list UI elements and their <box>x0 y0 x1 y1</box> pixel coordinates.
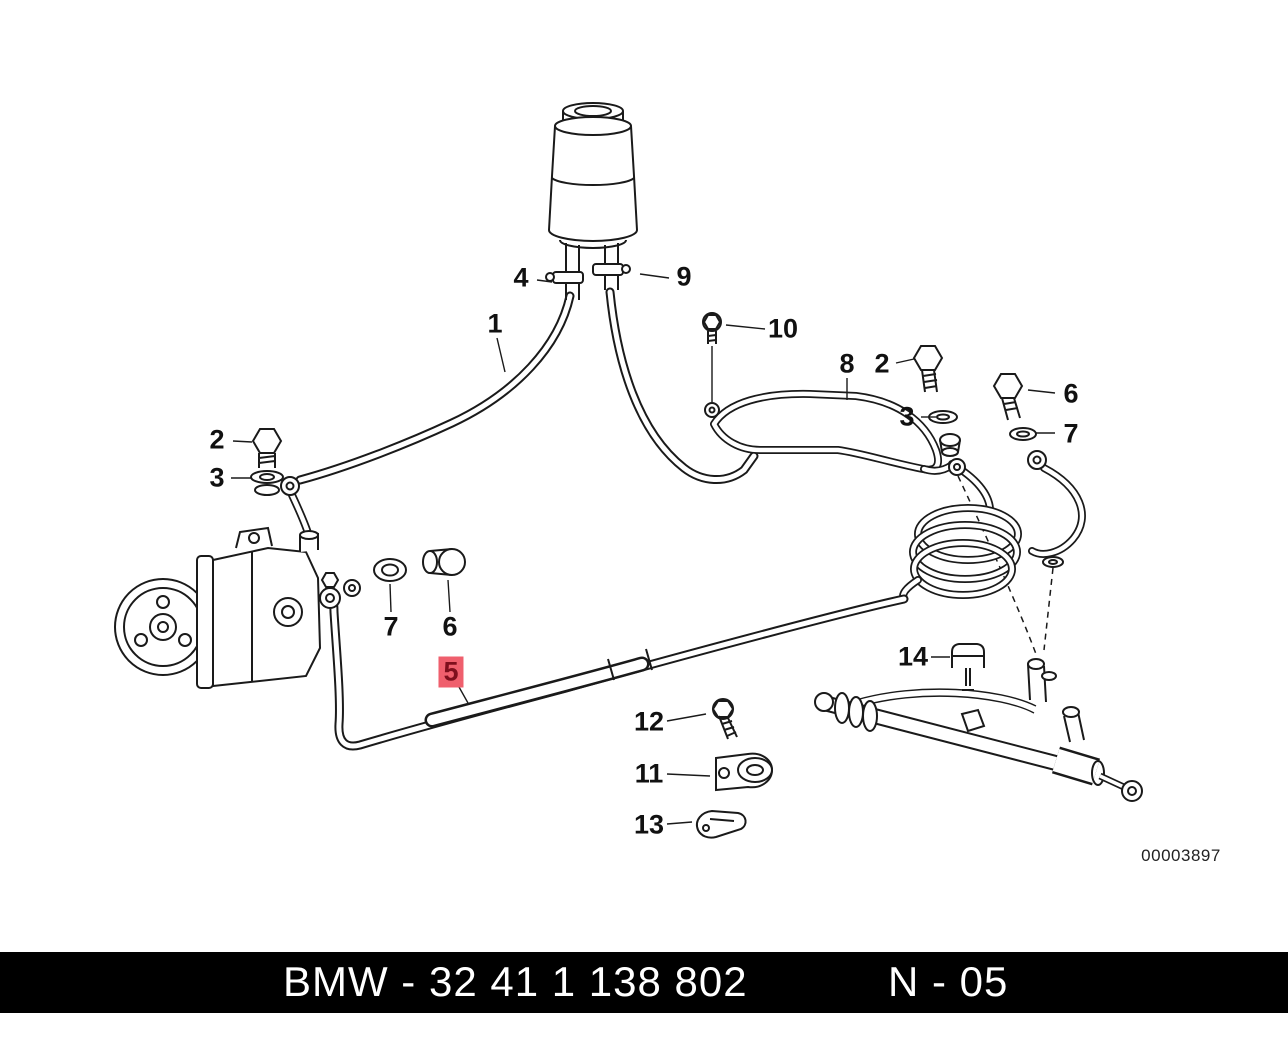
banjo-bolt-left <box>250 428 300 496</box>
hydro-steering-oil-pipes-drawing <box>114 102 1143 839</box>
callout-11[interactable]: 11 <box>634 758 664 789</box>
callout-6-right[interactable]: 6 <box>1063 378 1079 409</box>
power-steering-pump <box>114 526 361 689</box>
holder-bracket <box>696 809 747 839</box>
footer-part-number: BMW - 32 41 1 138 802 <box>283 958 748 1005</box>
callout-12[interactable]: 12 <box>633 706 665 737</box>
callout-3-right[interactable]: 3 <box>899 401 915 432</box>
hose-holder-clamp <box>715 752 774 792</box>
callout-14[interactable]: 14 <box>897 641 929 672</box>
drawing-number: 00003897 <box>1141 846 1221 865</box>
callout-8[interactable]: 8 <box>839 348 855 379</box>
callout-2-left[interactable]: 2 <box>209 424 225 455</box>
callout-7-right[interactable]: 7 <box>1063 418 1079 449</box>
callout-10[interactable]: 10 <box>767 313 799 344</box>
callout-13[interactable]: 13 <box>633 809 665 840</box>
oil-reservoir <box>548 102 638 296</box>
suction-hose <box>300 296 570 480</box>
steering-rack <box>814 658 1143 802</box>
cooling-coil <box>903 464 1018 599</box>
callout-1[interactable]: 1 <box>487 308 503 339</box>
bolt-washer-right-a <box>912 345 966 476</box>
callout-leader-lines <box>231 273 1056 825</box>
callout-5-highlighted[interactable]: 5 <box>438 656 464 688</box>
pump-inlet-stub <box>292 495 308 533</box>
callout-7-mid[interactable]: 7 <box>383 611 399 642</box>
return-hose <box>610 292 754 480</box>
callout-4[interactable]: 4 <box>513 262 529 293</box>
washer-and-plug-mid <box>373 548 466 582</box>
callout-3-left[interactable]: 3 <box>209 462 225 493</box>
footer-part-bar: BMW - 32 41 1 138 802 N - 05 <box>0 952 1288 1013</box>
callout-6-mid[interactable]: 6 <box>442 611 458 642</box>
clamp-bolt <box>711 698 738 740</box>
callout-9[interactable]: 9 <box>676 261 692 292</box>
footer-sheet-code: N - 05 <box>888 958 1009 1005</box>
hose-clamp-right <box>592 263 631 276</box>
callout-2-right[interactable]: 2 <box>874 348 890 379</box>
pipe-clip <box>951 643 985 691</box>
hose-clamp-left <box>545 271 584 300</box>
banjo-pipe-right <box>1032 468 1082 554</box>
bracket-bolt <box>702 312 722 418</box>
bolt-washer-right-b <box>992 373 1064 568</box>
pressure-hose <box>332 595 904 746</box>
